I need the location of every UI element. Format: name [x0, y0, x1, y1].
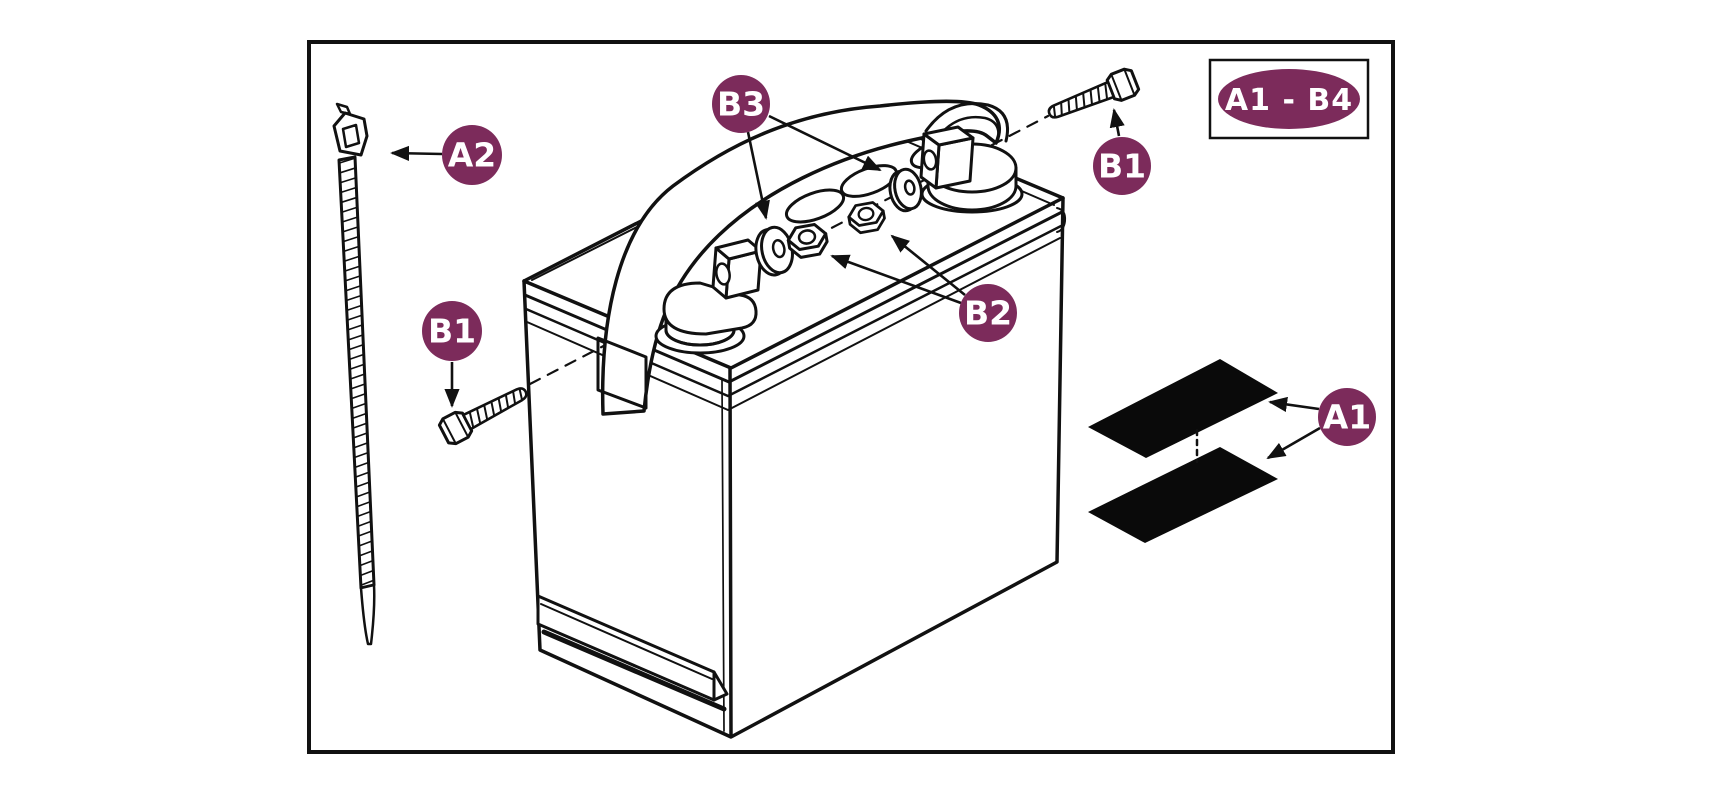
callouts: A2 B3 B1 B1 B2 A1: [422, 75, 1376, 446]
callout-a1: A1: [1318, 388, 1376, 446]
terminal-bolt-hole: [922, 149, 938, 171]
callout-a2: A2: [442, 125, 502, 185]
adhesive-pad-bottom: [1088, 447, 1278, 543]
lid-slot-2: [784, 188, 846, 224]
callout-b1-left: B1: [422, 301, 482, 361]
cable-tie-ribs: [339, 157, 375, 586]
cable-tie-tail: [359, 583, 376, 646]
handle-strap: [596, 99, 1001, 416]
cable-tie: [332, 102, 376, 646]
callout-b2-label: B2: [964, 294, 1012, 333]
washer-2: [888, 167, 923, 213]
battery-foot-ledge: [536, 594, 729, 712]
callout-b1-right: B1: [1093, 137, 1151, 195]
range-badge: A1 - B4: [1208, 58, 1370, 140]
nut-2: [847, 201, 886, 235]
callout-b2: B2: [959, 284, 1017, 342]
adhesive-pads: [1088, 359, 1278, 543]
callout-b1-left-label: B1: [428, 312, 476, 351]
range-badge-label: A1 - B4: [1225, 83, 1353, 118]
strap-end-curl: [924, 102, 1009, 143]
callout-b3-label: B3: [717, 85, 765, 124]
callout-a1-label: A1: [1323, 398, 1372, 437]
callout-b3: B3: [712, 75, 770, 133]
battery-terminal-right: [919, 102, 1024, 214]
range-badge-ellipse: [1218, 69, 1360, 129]
nut-1: [786, 223, 829, 259]
battery-terminal-left: [654, 238, 763, 355]
washer-1: [754, 225, 794, 277]
callout-b1-right-label: B1: [1098, 147, 1146, 186]
terminal-bolt-hole: [715, 262, 731, 286]
adhesive-pad-top: [1088, 359, 1278, 458]
strap-holder-tab: [596, 336, 648, 410]
callout-a2-label: A2: [448, 136, 497, 175]
callout-arrows: [390, 108, 1321, 460]
